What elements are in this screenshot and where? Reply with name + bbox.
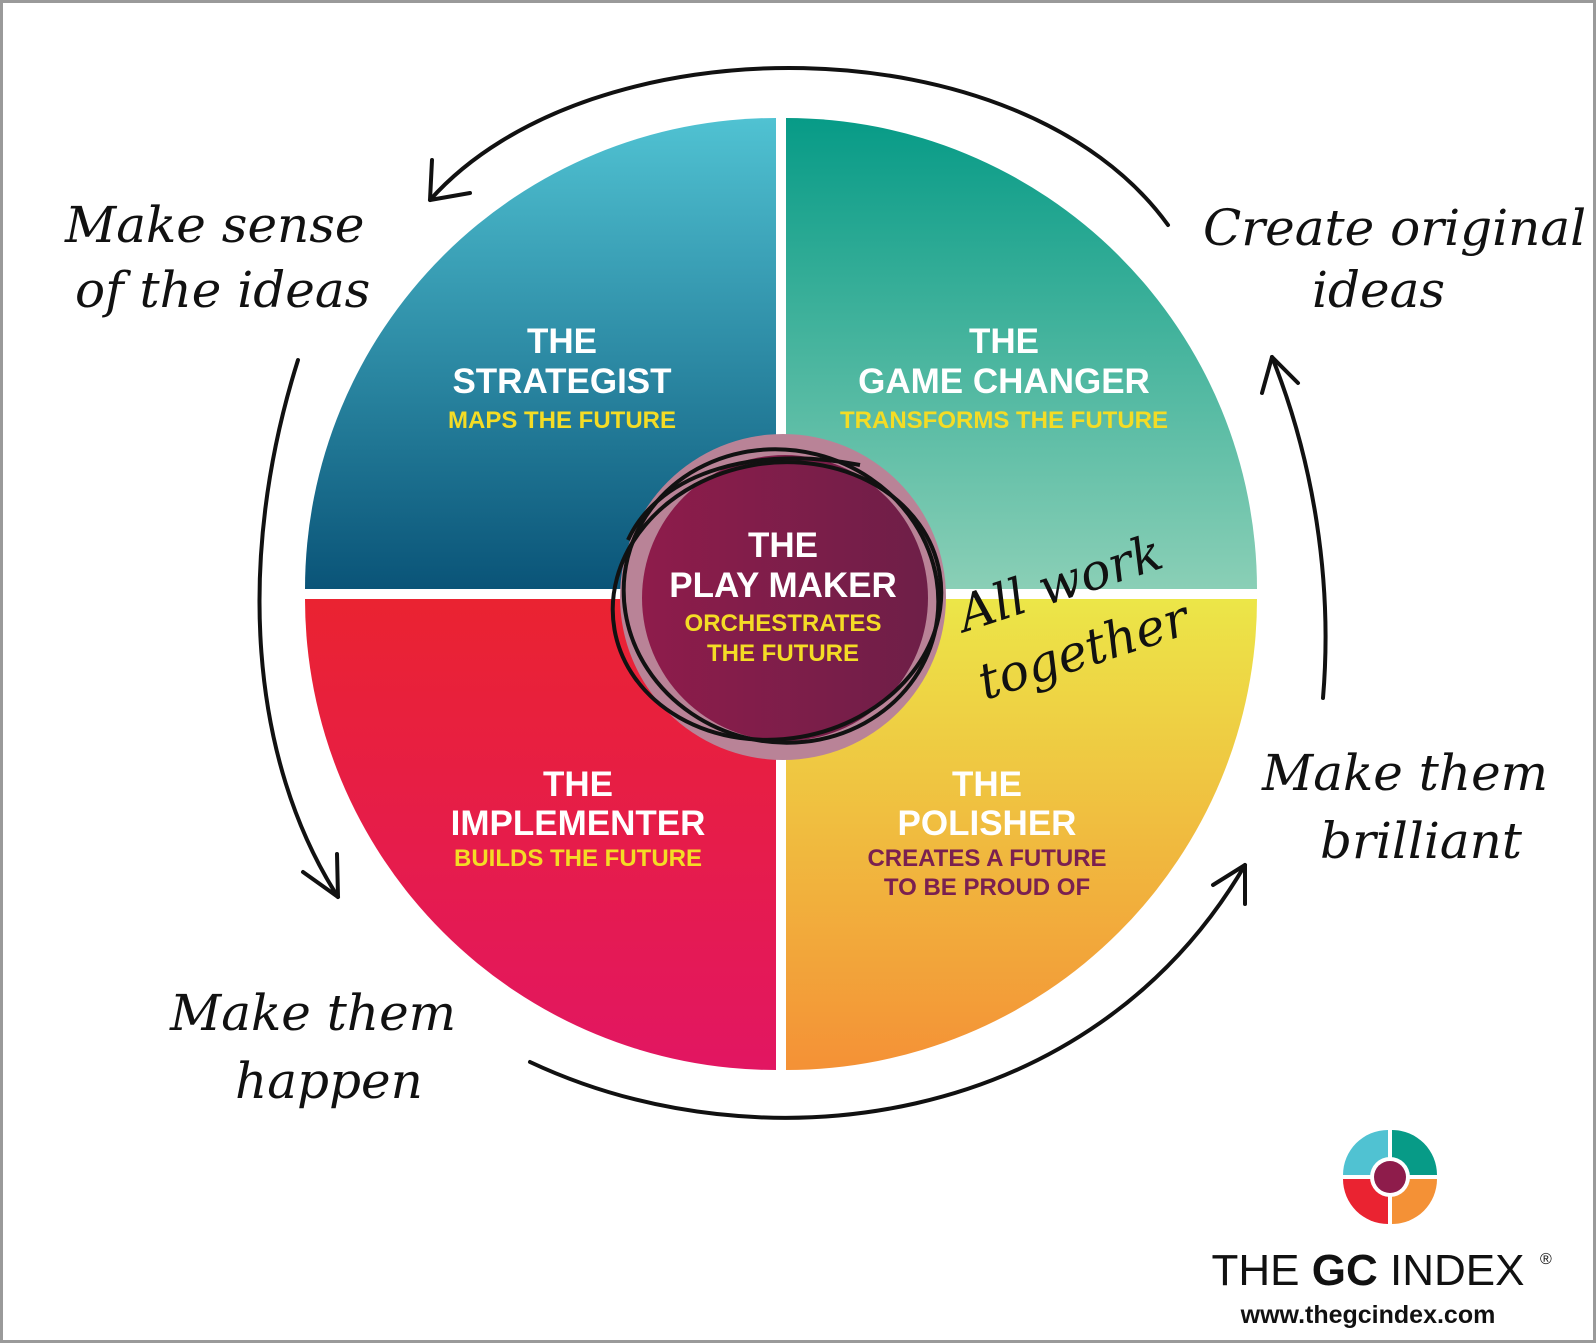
play-maker-title-line2: PLAY MAKER — [669, 566, 897, 605]
arrowhead-top — [428, 158, 472, 202]
strategist-quadrant — [305, 118, 776, 589]
game-changer-subtitle: TRANSFORMS THE FUTURE — [840, 407, 1168, 434]
brand-name: THE GC INDEX — [1212, 1246, 1525, 1295]
game-changer-title-line2: GAME CHANGER — [858, 362, 1150, 401]
make-happen-note-line2: happen — [235, 1052, 423, 1110]
create-ideas-note-line2: ideas — [1312, 261, 1445, 319]
arrowhead-right — [1260, 355, 1300, 395]
arrow-top — [428, 65, 1170, 227]
polisher-subtitle-line1: CREATES A FUTURE — [867, 845, 1106, 872]
implementer-title-line1: THE — [543, 765, 613, 804]
polisher-title-line2: POLISHER — [898, 804, 1077, 843]
implementer-quadrant — [305, 599, 776, 1070]
registered-mark: ® — [1540, 1251, 1552, 1268]
polisher-quadrant — [786, 599, 1257, 1070]
arrow-right — [1270, 355, 1328, 700]
gc-index-logo-icon — [1343, 1130, 1437, 1224]
play-maker-subtitle-line2: THE FUTURE — [707, 640, 859, 667]
arrow-bottom — [528, 863, 1247, 1120]
scribble-circle — [610, 447, 944, 745]
strategist-title-line1: THE — [527, 322, 597, 361]
implementer-subtitle: BUILDS THE FUTURE — [454, 845, 702, 872]
cycle-arrows — [257, 65, 1328, 1120]
make-brilliant-note-line2: brilliant — [1320, 812, 1523, 870]
strategist-title-line2: STRATEGIST — [452, 362, 671, 401]
play-maker-core — [642, 455, 928, 741]
play-maker-subtitle-line1: ORCHESTRATES — [685, 610, 882, 637]
polisher-title-line1: THE — [952, 765, 1022, 804]
play-maker-title-line1: THE — [748, 526, 818, 565]
make-sense-note-line2: of the ideas — [75, 261, 370, 319]
game-changer-title-line1: THE — [969, 322, 1039, 361]
strategist-subtitle: MAPS THE FUTURE — [448, 407, 676, 434]
polisher-subtitle-line2: TO BE PROUD OF — [884, 874, 1090, 901]
arrowhead-bottom — [1211, 863, 1247, 906]
make-happen-note-line1: Make them — [169, 984, 456, 1042]
arrowhead-left — [301, 852, 340, 899]
brand-url[interactable]: www.thegcindex.com — [1240, 1301, 1496, 1329]
make-brilliant-note-line1: Make them — [1261, 744, 1548, 802]
arrow-left — [257, 358, 340, 899]
implementer-title-line2: IMPLEMENTER — [451, 804, 706, 843]
game-changer-quadrant — [786, 118, 1257, 589]
create-ideas-note-line1: Create original — [1203, 199, 1586, 257]
make-sense-note-line1: Make sense — [64, 196, 365, 254]
